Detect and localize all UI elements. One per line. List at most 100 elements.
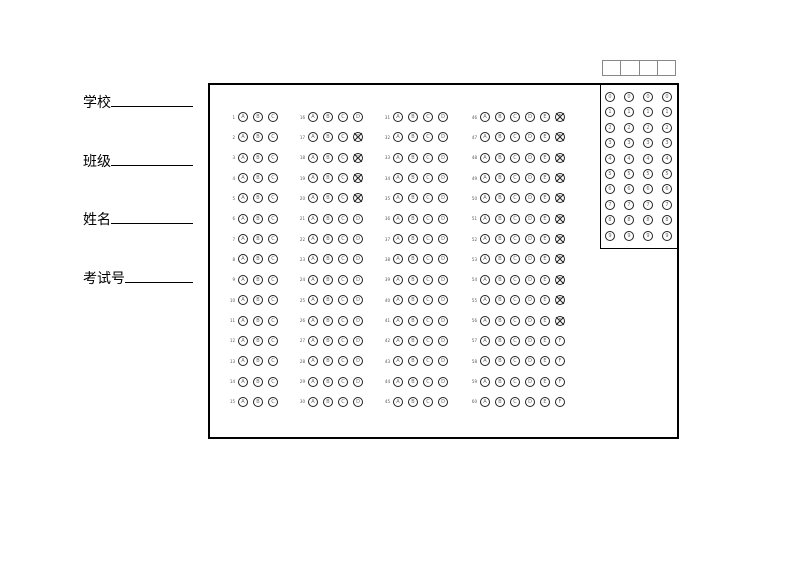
answer-bubble[interactable]: A [393, 335, 403, 346]
answer-bubble[interactable]: A [238, 173, 248, 184]
answer-bubble[interactable]: B [495, 132, 505, 143]
answer-bubble[interactable]: B [495, 356, 505, 367]
answer-bubble[interactable]: B [495, 376, 505, 387]
answer-bubble[interactable]: C [338, 356, 348, 367]
answer-bubble[interactable]: B [323, 193, 333, 204]
answer-bubble[interactable]: D [353, 396, 363, 407]
id-digit-bubble[interactable]: 0 [643, 92, 653, 102]
answer-bubble[interactable]: B [253, 112, 263, 122]
answer-bubble[interactable]: B [253, 274, 263, 285]
answer-bubble[interactable]: B [408, 234, 418, 245]
answer-bubble[interactable]: D [438, 173, 448, 184]
answer-bubble[interactable]: A [238, 152, 248, 163]
answer-bubble[interactable]: D [353, 173, 363, 184]
answer-bubble[interactable]: B [253, 376, 263, 387]
id-digit-bubble[interactable]: 4 [662, 153, 672, 164]
answer-bubble[interactable]: E [540, 335, 550, 346]
answer-bubble[interactable]: D [525, 234, 535, 245]
answer-bubble[interactable]: B [495, 274, 505, 285]
answer-bubble[interactable]: E [540, 396, 550, 407]
answer-bubble[interactable]: C [268, 234, 278, 245]
answer-bubble[interactable]: A [308, 132, 318, 143]
id-digit-bubble[interactable]: 6 [624, 184, 634, 195]
answer-bubble[interactable]: C [268, 254, 278, 265]
answer-bubble[interactable]: B [323, 396, 333, 407]
answer-bubble[interactable]: D [438, 396, 448, 407]
answer-bubble[interactable]: A [393, 152, 403, 163]
id-digit-bubble[interactable]: 6 [643, 184, 653, 195]
answer-bubble[interactable]: B [408, 132, 418, 143]
answer-bubble[interactable]: B [495, 112, 505, 122]
answer-bubble[interactable]: A [308, 274, 318, 285]
answer-bubble[interactable]: C [338, 254, 348, 265]
answer-bubble[interactable]: E [540, 152, 550, 163]
answer-bubble[interactable]: D [353, 234, 363, 245]
answer-bubble[interactable]: E [540, 234, 550, 245]
answer-bubble[interactable]: C [510, 234, 520, 245]
answer-bubble[interactable]: E [540, 193, 550, 204]
answer-bubble[interactable]: A [308, 396, 318, 407]
answer-bubble[interactable]: D [353, 132, 363, 143]
answer-bubble[interactable]: B [253, 356, 263, 367]
answer-bubble[interactable]: A [393, 132, 403, 143]
answer-bubble[interactable]: B [495, 295, 505, 306]
answer-bubble[interactable]: B [495, 254, 505, 265]
code-box-cell[interactable] [621, 61, 640, 75]
answer-bubble[interactable]: C [510, 193, 520, 204]
answer-bubble[interactable]: A [238, 315, 248, 326]
answer-bubble[interactable]: A [308, 315, 318, 326]
answer-bubble[interactable]: F [555, 234, 565, 245]
answer-bubble[interactable]: B [253, 396, 263, 407]
answer-bubble[interactable]: A [308, 193, 318, 204]
answer-bubble[interactable]: B [323, 356, 333, 367]
answer-bubble[interactable]: C [510, 173, 520, 184]
answer-bubble[interactable]: C [423, 356, 433, 367]
answer-bubble[interactable]: C [510, 295, 520, 306]
answer-bubble[interactable]: A [393, 356, 403, 367]
answer-bubble[interactable]: A [308, 254, 318, 265]
answer-bubble[interactable]: F [555, 295, 565, 306]
answer-bubble[interactable]: D [525, 274, 535, 285]
answer-bubble[interactable]: A [308, 335, 318, 346]
answer-bubble[interactable]: B [253, 254, 263, 265]
answer-bubble[interactable]: A [480, 376, 490, 387]
answer-bubble[interactable]: C [423, 254, 433, 265]
answer-bubble[interactable]: B [253, 315, 263, 326]
answer-bubble[interactable]: C [268, 376, 278, 387]
answer-bubble[interactable]: E [540, 295, 550, 306]
answer-bubble[interactable]: E [540, 254, 550, 265]
id-digit-bubble[interactable]: 3 [624, 138, 634, 149]
answer-bubble[interactable]: B [408, 376, 418, 387]
answer-bubble[interactable]: E [540, 112, 550, 122]
answer-bubble[interactable]: A [480, 193, 490, 204]
answer-bubble[interactable]: C [338, 335, 348, 346]
answer-bubble[interactable]: F [555, 193, 565, 204]
answer-bubble[interactable]: C [338, 295, 348, 306]
answer-bubble[interactable]: D [525, 173, 535, 184]
answer-bubble[interactable]: C [423, 213, 433, 224]
id-digit-bubble[interactable]: 9 [624, 230, 634, 241]
answer-bubble[interactable]: B [495, 213, 505, 224]
id-digit-bubble[interactable]: 5 [662, 169, 672, 179]
answer-bubble[interactable]: D [525, 356, 535, 367]
answer-bubble[interactable]: C [423, 132, 433, 143]
answer-bubble[interactable]: D [438, 295, 448, 306]
answer-bubble[interactable]: A [238, 295, 248, 306]
id-digit-bubble[interactable]: 4 [643, 153, 653, 164]
answer-bubble[interactable]: C [338, 274, 348, 285]
answer-bubble[interactable]: A [480, 254, 490, 265]
id-digit-bubble[interactable]: 2 [624, 122, 634, 133]
id-digit-bubble[interactable]: 5 [643, 169, 653, 179]
id-digit-bubble[interactable]: 5 [605, 169, 615, 179]
answer-bubble[interactable]: A [393, 193, 403, 204]
answer-bubble[interactable]: B [323, 112, 333, 122]
answer-bubble[interactable]: D [438, 335, 448, 346]
answer-bubble[interactable]: D [353, 335, 363, 346]
answer-bubble[interactable]: B [323, 152, 333, 163]
answer-bubble[interactable]: C [423, 295, 433, 306]
answer-bubble[interactable]: B [408, 112, 418, 122]
id-digit-bubble[interactable]: 2 [662, 122, 672, 133]
field-fill-line[interactable] [111, 208, 193, 224]
answer-bubble[interactable]: D [353, 356, 363, 367]
answer-bubble[interactable]: A [238, 376, 248, 387]
